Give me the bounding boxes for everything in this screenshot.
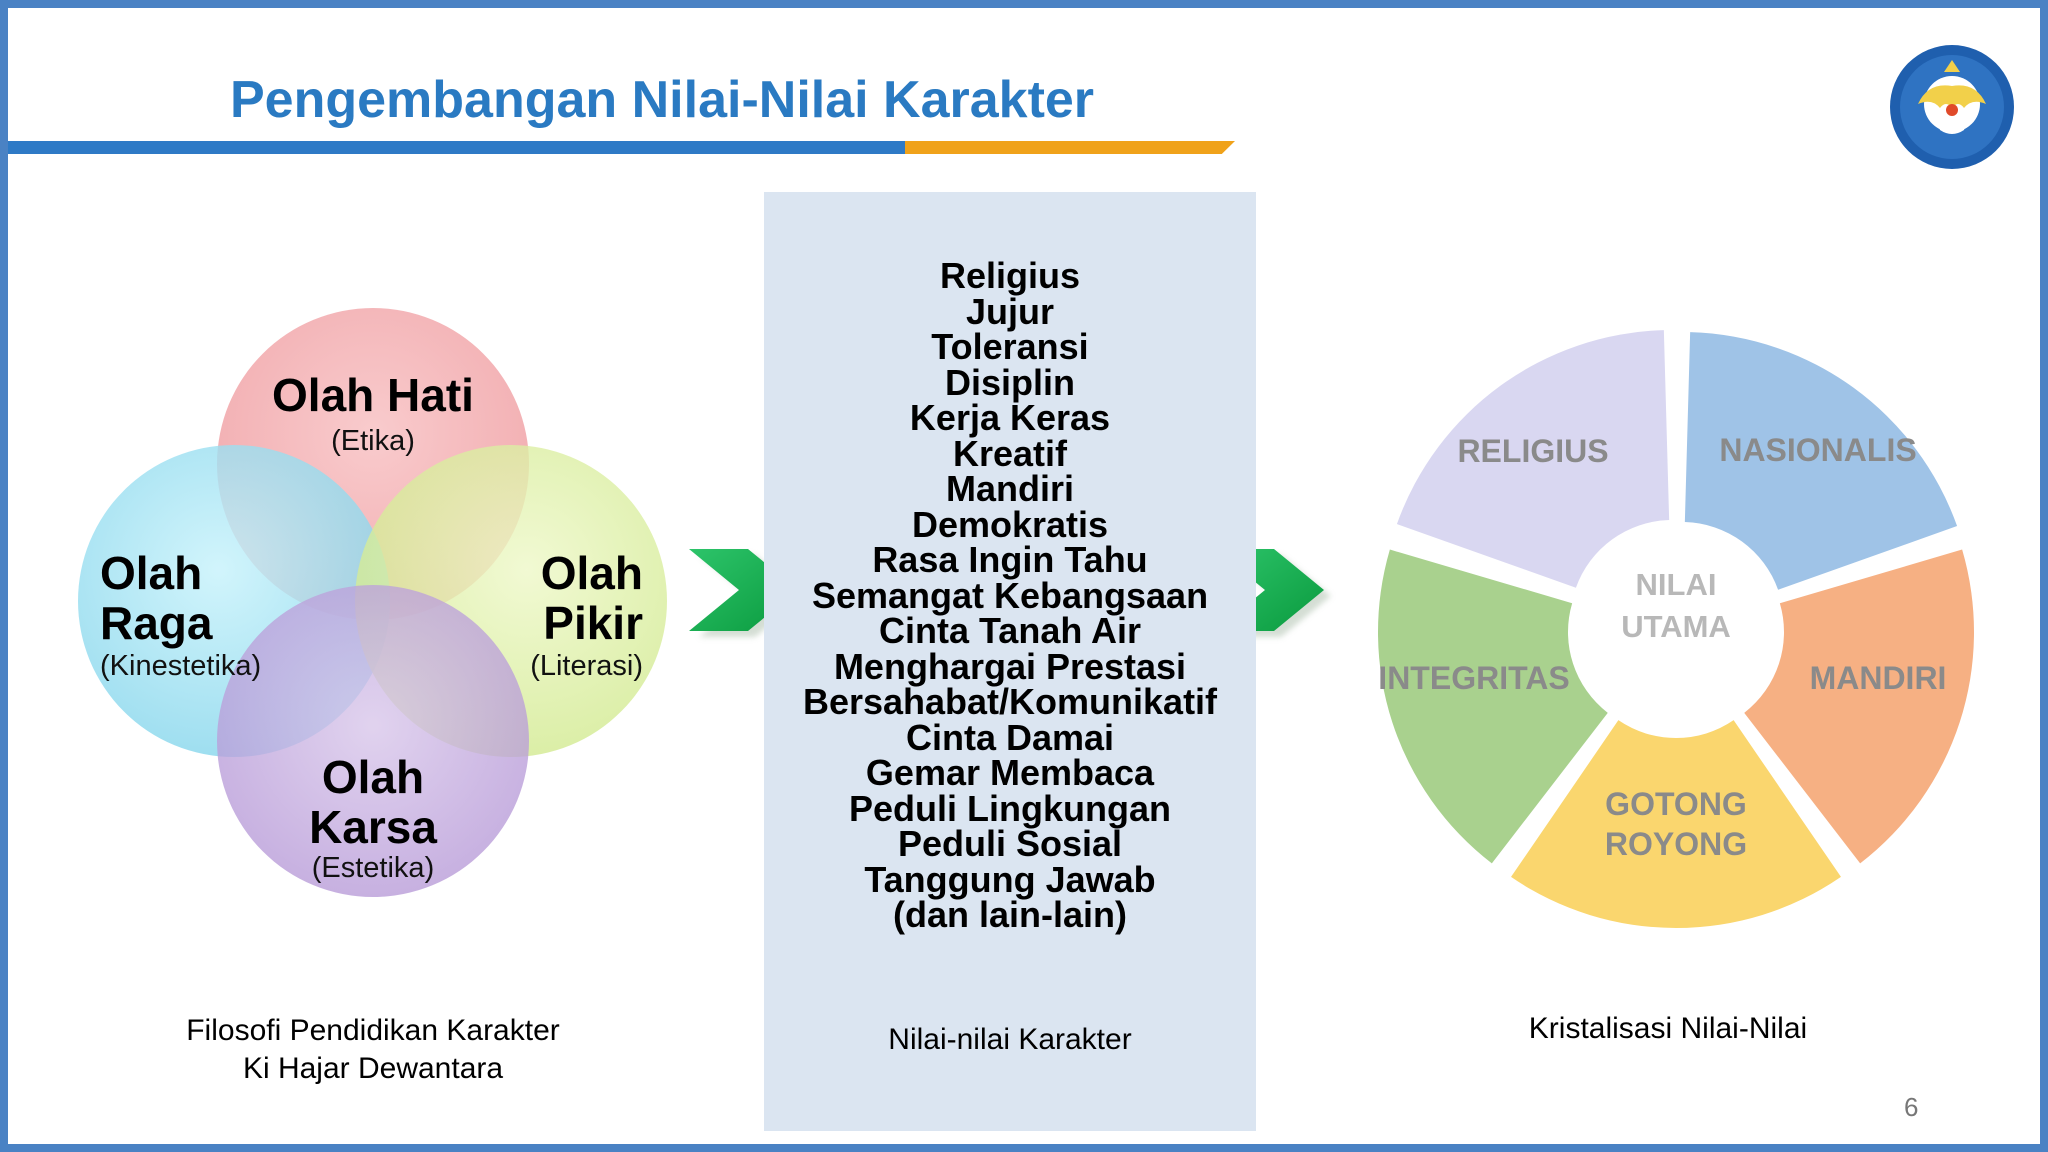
value-item: Cinta Tanah Air (878, 610, 1142, 651)
value-item: Disiplin (944, 361, 1075, 403)
wheel-segment-religius (1396, 330, 1670, 588)
venn-label-olah-pikir: Olah Pikir (Literasi) (468, 548, 643, 684)
wheel-label-religius: RELIGIUS (1457, 433, 1609, 469)
wheel-segment-mandiri (1744, 549, 1974, 864)
value-item: Toleransi (931, 326, 1089, 367)
olah-raga-title-line1: Olah (100, 547, 203, 599)
value-item: (dan lain-lain) (893, 894, 1127, 935)
olah-pikir-subtitle: (Literasi) (530, 650, 643, 682)
value-item: Gemar Membaca (865, 752, 1155, 793)
venn-caption-line2: Ki Hajar Dewantara (242, 1052, 504, 1085)
wheel-center-line1: NILAI (1635, 567, 1717, 602)
wheel-center (1578, 530, 1774, 726)
venn-label-olah-raga: Olah Raga (Kinestetika) (100, 548, 360, 684)
value-item: Cinta Damai (905, 716, 1115, 758)
wheel-center-label: NILAI UTAMA (1576, 564, 1776, 648)
wheel-center-line2: UTAMA (1621, 609, 1731, 644)
venn-label-olah-karsa: Olah Karsa (Estetika) (223, 752, 523, 884)
value-item: Menghargai Prestasi (833, 645, 1187, 687)
value-item: Kreatif (952, 432, 1068, 474)
diagram-canvas (78, 308, 1974, 928)
value-item: Bersahabat/Komunikatif (802, 681, 1218, 722)
wheel-segment-integritas (1378, 549, 1608, 864)
ministry-logo-icon (1890, 45, 2014, 169)
gotong-royong-line1: GOTONG (1605, 786, 1747, 822)
olah-hati-subtitle: (Etika) (331, 425, 415, 457)
olah-hati-title: Olah Hati (272, 369, 474, 421)
gotong-royong-line2: ROYONG (1604, 826, 1748, 862)
olah-raga-subtitle: (Kinestetika) (100, 650, 262, 682)
wheel-label-integritas: INTEGRITAS (1378, 660, 1570, 696)
olah-karsa-title-line2: Karsa (309, 801, 437, 853)
value-item: Semangat Kebangsaan (811, 574, 1209, 616)
olah-pikir-title-line1: Olah (540, 547, 643, 599)
olah-raga-title-line2: Raga (100, 597, 213, 649)
slide-title: Pengembangan Nilai-Nilai Karakter (230, 71, 1095, 129)
value-item: Rasa Ingin Tahu (872, 539, 1148, 580)
value-item: Demokratis (911, 503, 1109, 545)
values-caption: Nilai-nilai Karakter (888, 1023, 1132, 1056)
wheel-label-mandiri: MANDIRI (1809, 660, 1947, 696)
wheel-segment-gotong-royong (1511, 720, 1841, 928)
value-item: Religius (939, 255, 1081, 296)
venn-label-olah-hati: Olah Hati (Etika) (223, 368, 523, 458)
title-underline-blue (8, 141, 913, 154)
value-item: Mandiri (945, 468, 1074, 509)
values-wheel (1378, 330, 1974, 928)
wheel-segment-nasionalis (1684, 332, 1958, 590)
wheel-label-nasionalis: NASIONALIS (1719, 432, 1917, 468)
venn-circle-olah-karsa (217, 585, 529, 897)
title-underline-orange (905, 141, 1235, 154)
venn-caption: Filosofi Pendidikan Karakter Ki Hajar De… (123, 1012, 623, 1088)
value-item: Kerja Keras (909, 397, 1111, 438)
page-number: 6 (1904, 1092, 1919, 1122)
olah-karsa-subtitle: (Estetika) (311, 852, 435, 884)
value-item: Jujur (965, 290, 1054, 332)
wheel-label-gotong-royong: GOTONG ROYONG (1576, 784, 1776, 864)
values-panel (764, 192, 1256, 1131)
venn-diagram (78, 308, 667, 897)
wheel-caption: Kristalisasi Nilai-Nilai (1528, 1012, 1808, 1045)
value-item: Tanggung Jawab (864, 858, 1156, 900)
olah-pikir-title-line2: Pikir (543, 597, 643, 649)
value-item: Peduli Sosial (897, 823, 1123, 864)
venn-caption-line1: Filosofi Pendidikan Karakter (186, 1014, 560, 1047)
value-item: Peduli Lingkungan (849, 787, 1171, 829)
olah-karsa-title-line1: Olah (321, 751, 425, 803)
